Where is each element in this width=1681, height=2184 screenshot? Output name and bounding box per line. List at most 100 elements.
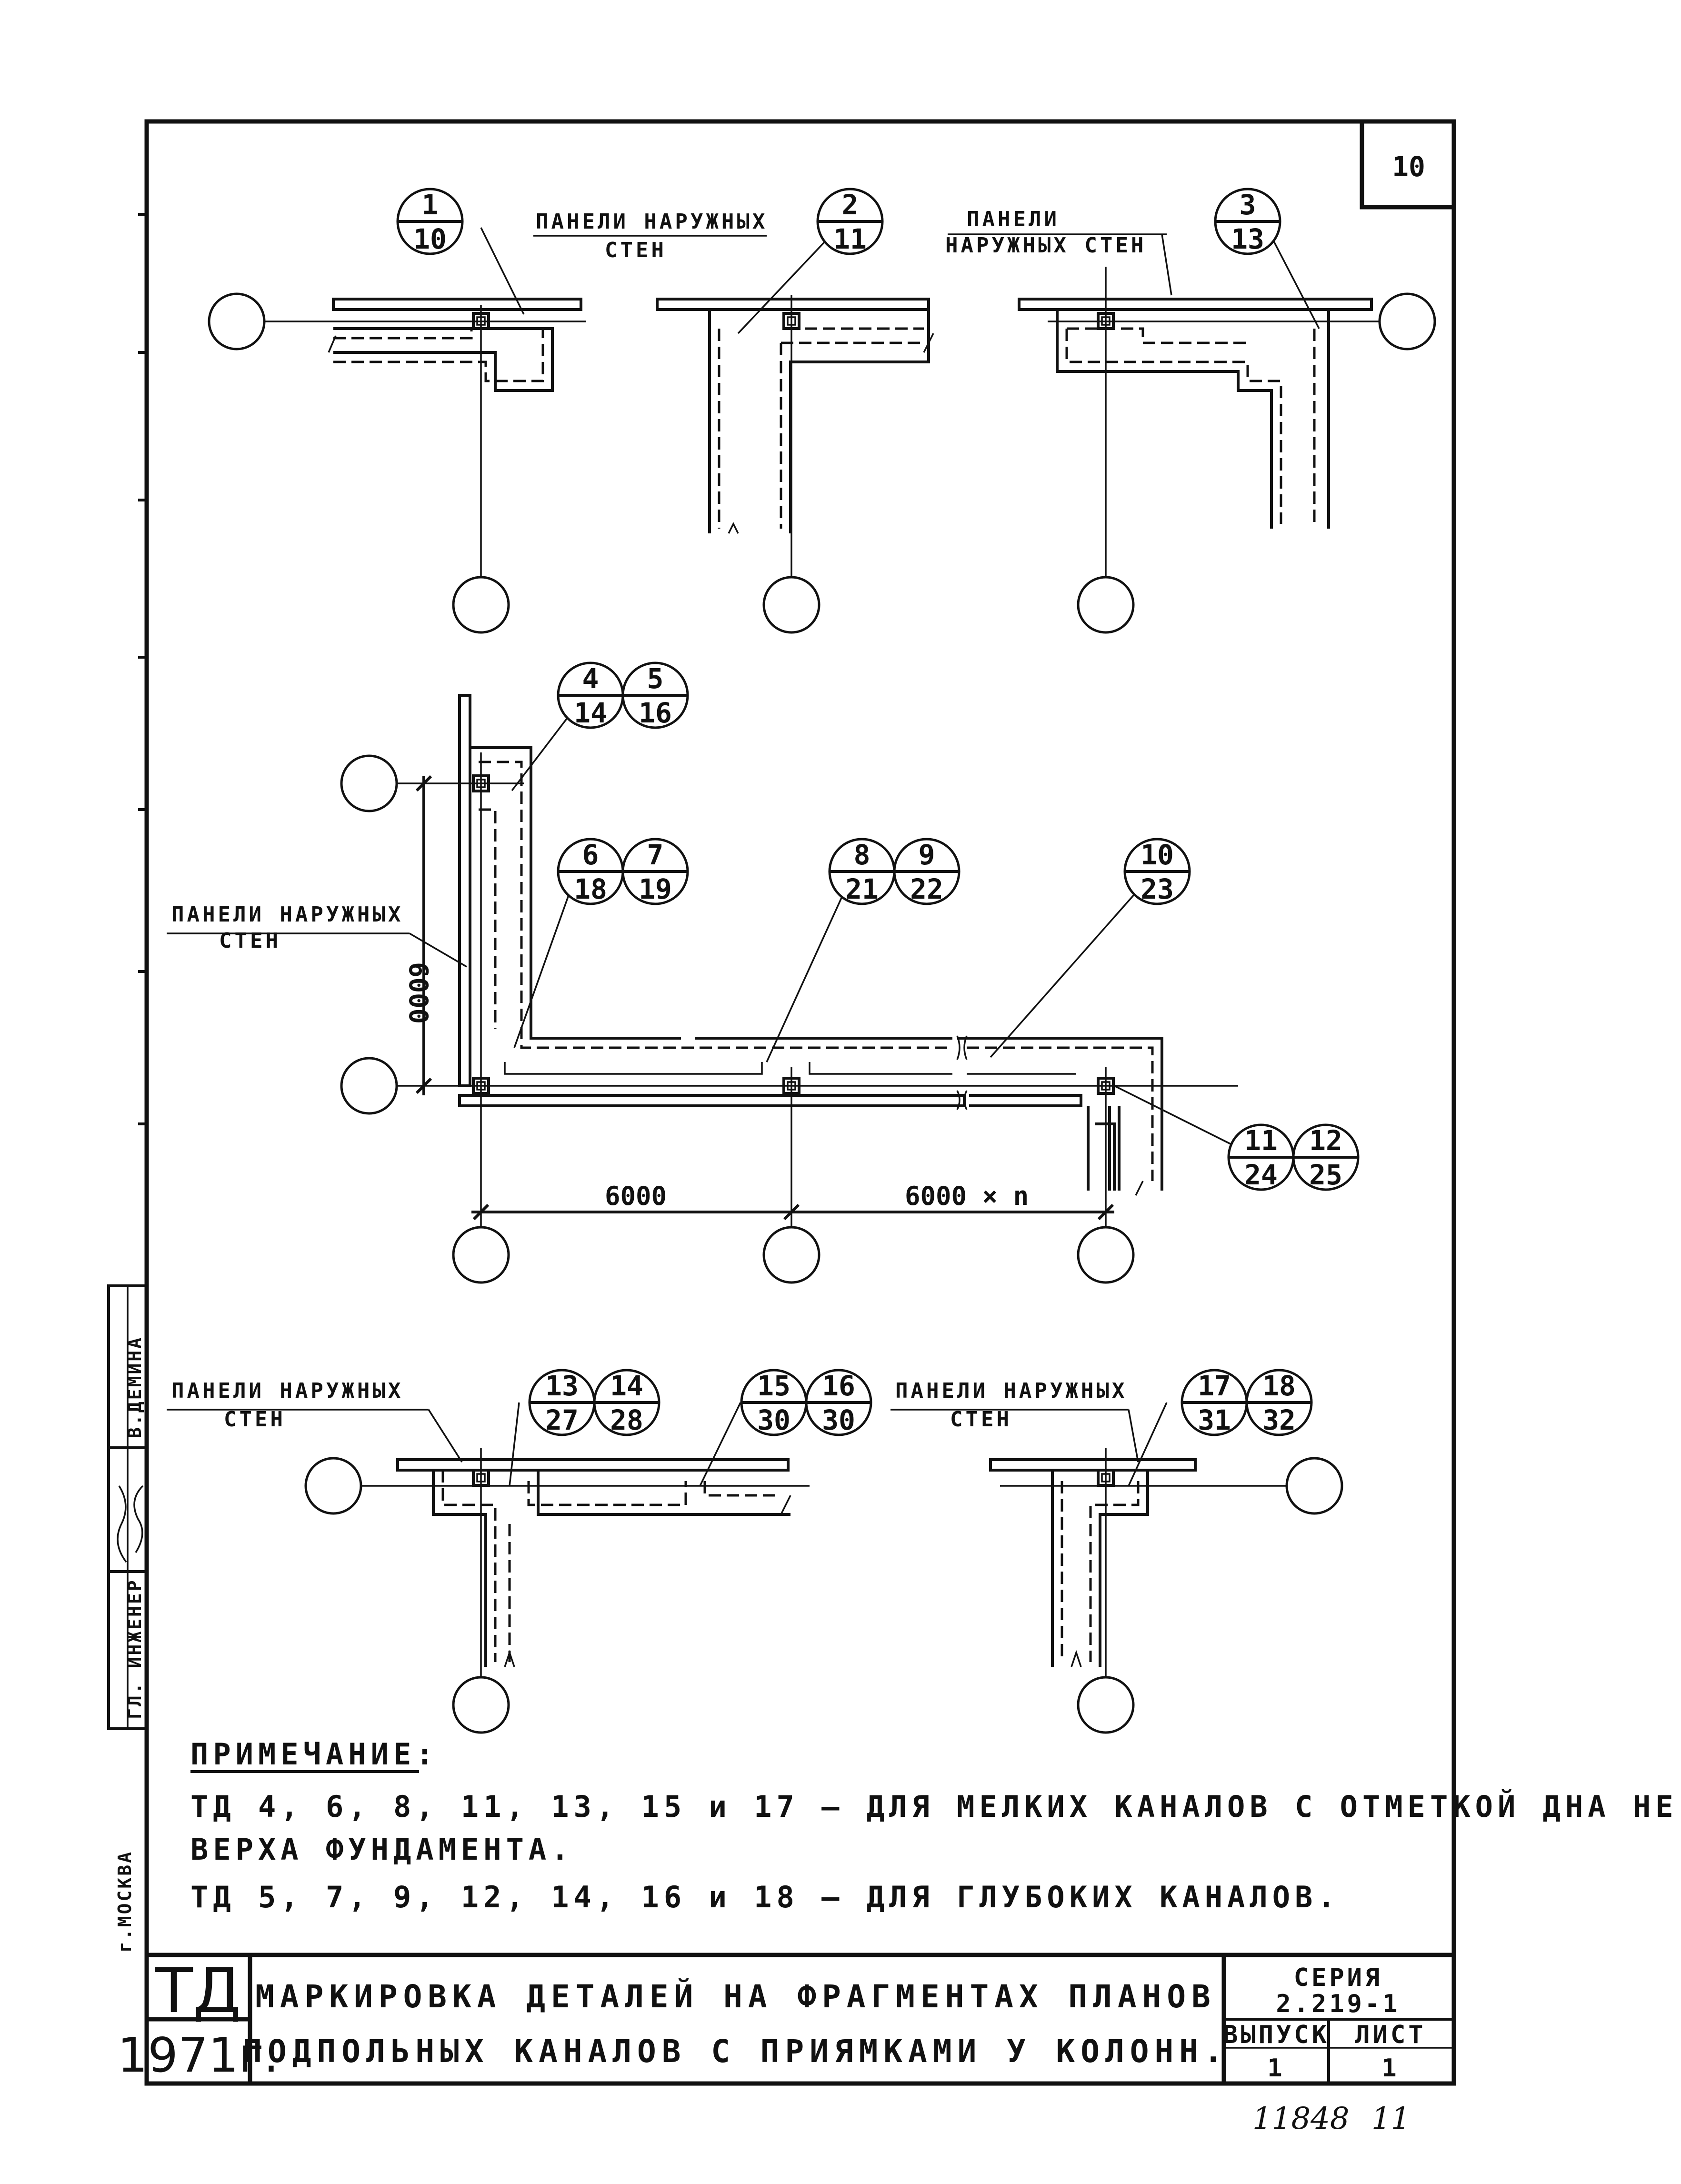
svg-text:8: 8 — [854, 839, 871, 871]
axis-marker-left-top — [340, 754, 398, 812]
svg-text:5: 5 — [647, 662, 664, 695]
axis-marker-bottom-2 — [762, 1226, 820, 1284]
page-number: 11 — [1371, 2101, 1410, 2136]
note-line-3: ТД 5, 7, 9, 12, 14, 16 и 18 – ДЛЯ ГЛУБОК… — [190, 1880, 1340, 1914]
svg-text:16: 16 — [822, 1370, 855, 1402]
svg-text:1: 1 — [422, 189, 439, 221]
callout-17-31: 17 31 — [1181, 1369, 1248, 1436]
svg-text:21: 21 — [845, 873, 879, 905]
svg-text:24: 24 — [1244, 1159, 1278, 1191]
dim-horizontal-1: 6000 — [605, 1181, 667, 1211]
callout-4-14: 4 14 — [557, 661, 624, 729]
svg-text:18: 18 — [1262, 1370, 1296, 1402]
fragment-2: 2 11 — [656, 188, 934, 634]
axis-marker-bottom — [1077, 1676, 1135, 1734]
callout-13-27: 13 27 — [528, 1369, 596, 1436]
callout-3-13: 3 13 — [1214, 188, 1281, 255]
title-line-2: ПОДПОЛЬНЫХ КАНАЛОВ С ПРИЯМКАМИ У КОЛОНН. — [243, 2033, 1228, 2070]
svg-text:23: 23 — [1141, 873, 1174, 905]
panel-label-d: ПАНЕЛИ НАРУЖНЫХ — [171, 1379, 403, 1403]
panel-label-c: ПАНЕЛИ НАРУЖНЫХ — [171, 902, 403, 927]
callout-7-19: 7 19 — [621, 838, 689, 905]
issue-label: ВЫПУСК — [1223, 2021, 1330, 2049]
fragment-6: 17 31 18 32 ПАНЕЛИ НАРУЖНЫХ СТЕН — [891, 1369, 1343, 1734]
stamp-role: ГЛ. ИНЖЕНЕР — [124, 1578, 145, 1719]
note-block: ПРИМЕЧАНИЕ: ТД 4, 6, 8, 11, 13, 15 и 17 … — [190, 1737, 1681, 1914]
svg-text:30: 30 — [822, 1404, 855, 1436]
svg-text:22: 22 — [910, 873, 943, 905]
svg-text:19: 19 — [639, 873, 672, 905]
dim-horizontal-2: 6000 × n — [905, 1181, 1029, 1211]
panel-label-b: ПАНЕЛИ — [967, 207, 1060, 231]
svg-text:10: 10 — [413, 223, 447, 255]
stamp-signature — [117, 1485, 127, 1563]
axis-marker-left-bottom — [340, 1057, 398, 1115]
svg-text:15: 15 — [757, 1370, 790, 1402]
title-line-1: МАРКИРОВКА ДЕТАЛЕЙ НА ФРАГМЕНТАХ ПЛАНОВ — [255, 1978, 1216, 2015]
fragment-5: 13 27 14 28 15 30 16 30 ПАНЕЛИ НАРУЖНЫХ … — [167, 1369, 872, 1734]
panel-label-d2: СТЕН — [224, 1407, 286, 1432]
svg-text:18: 18 — [574, 873, 607, 905]
panel-label-e: ПАНЕЛИ НАРУЖНЫХ — [895, 1379, 1127, 1403]
svg-text:30: 30 — [757, 1404, 790, 1436]
panel-label-e2: СТЕН — [950, 1407, 1012, 1432]
svg-text:14: 14 — [610, 1370, 643, 1402]
note-line-1: ТД 4, 6, 8, 11, 13, 15 и 17 – ДЛЯ МЕЛКИХ… — [190, 1789, 1681, 1824]
svg-text:10: 10 — [1141, 839, 1174, 871]
fragment-4: 6000 6000 6000 × n — [167, 661, 1360, 1284]
svg-text:13: 13 — [1231, 223, 1264, 255]
series-value: 2.219-1 — [1276, 1990, 1400, 2018]
svg-text:27: 27 — [545, 1404, 579, 1436]
svg-text:4: 4 — [582, 662, 599, 695]
org-mark: ТД — [155, 1954, 241, 2027]
svg-text:11: 11 — [833, 223, 867, 255]
callout-16-30: 16 30 — [805, 1369, 872, 1436]
dim-vertical: 6000 — [403, 962, 433, 1024]
svg-text:28: 28 — [610, 1404, 643, 1436]
callout-18-32: 18 32 — [1245, 1369, 1313, 1436]
callout-15-30: 15 30 — [740, 1369, 808, 1436]
panel-label-a2: СТЕН — [605, 238, 667, 262]
callout-14-28: 14 28 — [593, 1369, 660, 1436]
note-line-2: ВЕРХА ФУНДАМЕНТА. — [190, 1832, 574, 1867]
svg-text:9: 9 — [919, 839, 935, 871]
panel-label-b2: НАРУЖНЫХ СТЕН — [945, 233, 1146, 258]
fragment-3: 3 13 ПАНЕЛИ НАРУЖНЫХ СТЕН — [945, 188, 1436, 634]
svg-text:13: 13 — [545, 1370, 579, 1402]
callout-11-24: 11 24 — [1227, 1123, 1295, 1191]
svg-text:17: 17 — [1198, 1370, 1231, 1402]
callout-2-11: 2 11 — [816, 188, 884, 255]
axis-marker-bottom-3 — [1077, 1226, 1135, 1284]
callout-12-25: 12 25 — [1292, 1123, 1360, 1191]
note-heading: ПРИМЕЧАНИЕ: — [190, 1737, 439, 1772]
year: 1971г. — [118, 2027, 279, 2083]
doc-number: 11848 — [1252, 2101, 1350, 2136]
axis-marker-bottom-1 — [452, 1226, 510, 1284]
axis-marker-left — [304, 1457, 362, 1515]
callout-9-22: 9 22 — [893, 838, 961, 905]
axis-marker-bottom — [1077, 576, 1135, 634]
callout-6-18: 6 18 — [557, 838, 624, 905]
svg-text:6: 6 — [582, 839, 599, 871]
axis-marker-right — [1378, 292, 1436, 351]
callout-10-23: 10 23 — [1123, 838, 1191, 905]
svg-text:7: 7 — [647, 839, 664, 871]
series-label: СЕРИЯ — [1294, 1964, 1383, 1992]
svg-text:11: 11 — [1244, 1124, 1278, 1157]
panel-label-c2: СТЕН — [219, 929, 281, 953]
axis-marker-right — [1285, 1457, 1343, 1515]
issue-value: 1 — [1267, 2054, 1285, 2083]
svg-text:3: 3 — [1240, 189, 1256, 221]
sheet-frame — [138, 119, 1456, 2086]
svg-text:32: 32 — [1262, 1404, 1296, 1436]
callout-8-21: 8 21 — [828, 838, 896, 905]
fragment-1: 1 10 ПАНЕЛИ НАРУЖНЫХ СТЕН — [208, 188, 767, 634]
svg-text:25: 25 — [1309, 1159, 1342, 1191]
sheet-value: 1 — [1381, 2054, 1399, 2083]
callout-1-10: 1 10 — [396, 188, 464, 255]
callout-5-16: 5 16 — [621, 661, 689, 729]
sheet-label: ЛИСТ — [1355, 2021, 1426, 2049]
stamp-city: г.МОСКВА — [114, 1850, 135, 1953]
svg-text:31: 31 — [1198, 1404, 1231, 1436]
svg-text:12: 12 — [1309, 1124, 1342, 1157]
